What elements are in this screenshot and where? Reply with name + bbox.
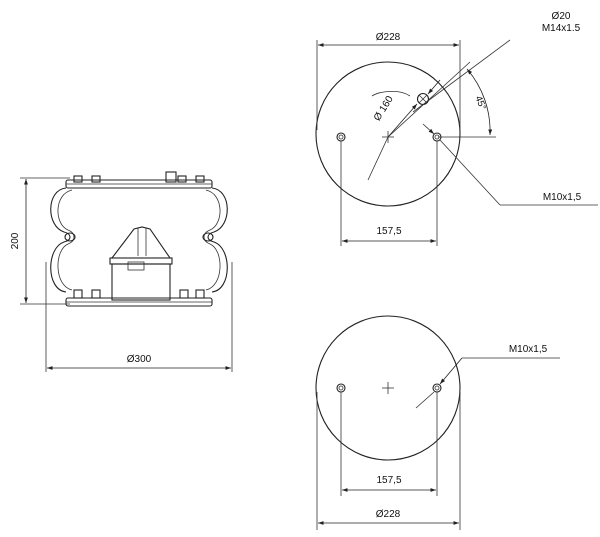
bottom-plate-outline xyxy=(315,315,461,461)
top-plate-outline xyxy=(315,61,461,207)
side-bottom-fittings xyxy=(73,289,205,299)
side-girdle-ring-left xyxy=(64,232,76,242)
side-bellows-outline xyxy=(50,187,228,293)
side-girdle-ring-right xyxy=(202,232,214,242)
bottom-stud-thread-label: M10x1,5 xyxy=(509,344,548,355)
side-diameter-dimension: Ø300 xyxy=(45,262,233,372)
top-bolt-circle-label: Ø 160 xyxy=(372,94,396,123)
bottom-pitch-dimension: 157,5 xyxy=(340,392,438,496)
top-air-inlet xyxy=(416,92,430,106)
top-bolt-circle-dimension: Ø 160 xyxy=(367,91,418,181)
bottom-center-mark xyxy=(382,382,394,394)
top-width-label: Ø228 xyxy=(376,32,401,43)
top-stud-thread-label: M10x1,5 xyxy=(543,192,582,203)
top-pitch-label: 157,5 xyxy=(376,226,401,237)
top-stud-left xyxy=(336,132,346,142)
side-diameter-label: Ø300 xyxy=(127,354,152,365)
top-angle-dimension: 45° xyxy=(387,61,496,138)
bottom-pitch-label: 157,5 xyxy=(376,475,401,486)
top-stud-callout: M10x1,5 xyxy=(422,123,598,206)
top-inlet-callout: Ø20 M14x1.5 xyxy=(412,11,581,113)
side-height-dimension: 200 xyxy=(10,177,70,305)
side-top-fittings xyxy=(73,171,205,183)
bottom-plate-view: M10x1,5 157,5 Ø228 xyxy=(315,315,560,530)
top-pitch-dimension: 157,5 xyxy=(340,141,438,246)
bottom-stud-left xyxy=(336,383,346,393)
top-angle-label: 45° xyxy=(473,94,489,112)
top-inlet-diameter-label: Ø20 xyxy=(552,11,571,22)
bottom-stud-callout: M10x1,5 xyxy=(415,344,560,409)
side-height-label: 200 xyxy=(10,232,21,249)
top-width-dimension: Ø228 xyxy=(316,32,461,130)
bottom-stud-right xyxy=(432,383,442,393)
side-bump-stop xyxy=(109,226,173,301)
top-inlet-thread-label: M14x1.5 xyxy=(542,23,581,34)
top-plate-view: Ø228 Ø 160 xyxy=(315,11,598,246)
bottom-width-dimension: Ø228 xyxy=(316,392,461,530)
side-view: 200 Ø300 xyxy=(10,171,233,372)
side-bellows-inner xyxy=(57,189,221,291)
bottom-width-label: Ø228 xyxy=(376,509,401,520)
